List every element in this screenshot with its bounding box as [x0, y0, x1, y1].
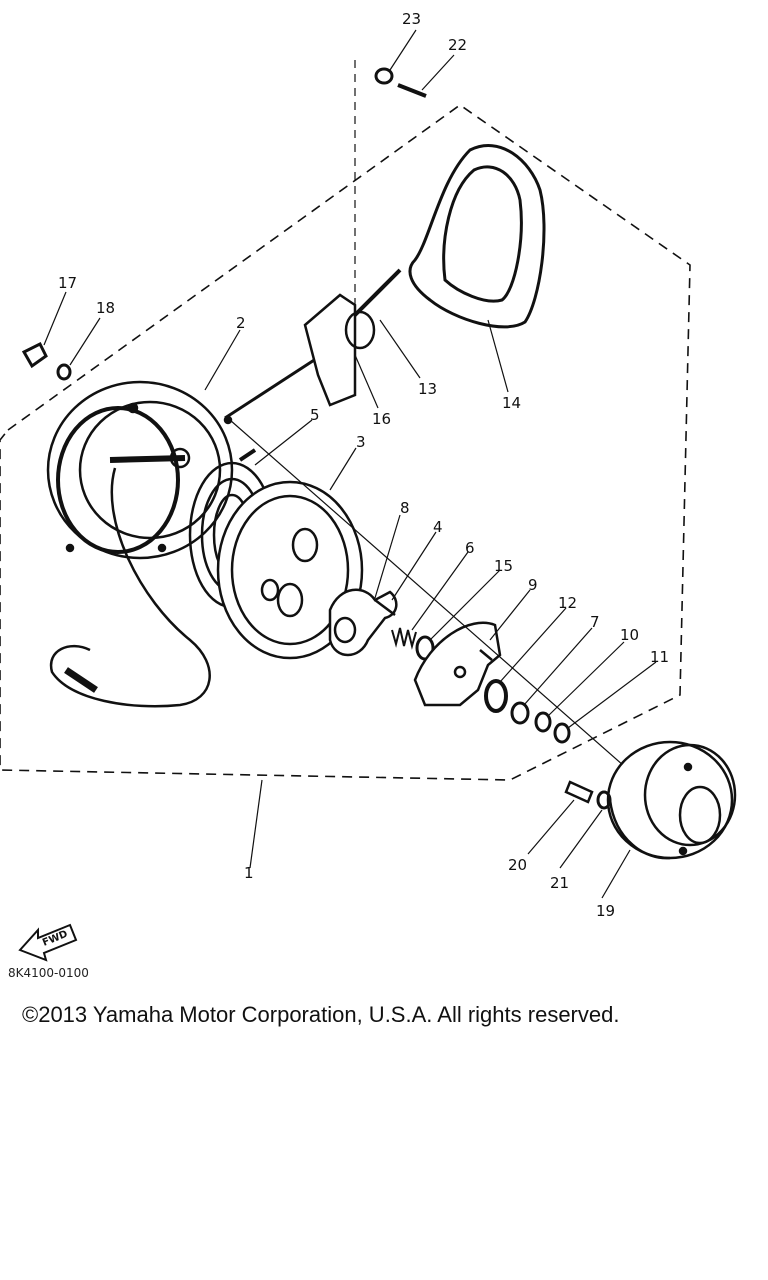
callout-4: 4	[433, 518, 443, 536]
assembly-axis	[229, 419, 641, 781]
bolt-22	[397, 83, 427, 98]
copyright-text: ©2013 Yamaha Motor Corporation, U.S.A. A…	[22, 1002, 620, 1027]
fwd-arrow-icon: FWD	[18, 923, 78, 962]
callout-7: 7	[590, 613, 600, 631]
bolt-20	[564, 780, 594, 804]
callout-6: 6	[465, 539, 475, 557]
callout-17: 17	[58, 274, 77, 292]
callout-8: 8	[400, 499, 410, 517]
callout-5: 5	[310, 406, 320, 424]
callout-13: 13	[418, 380, 437, 398]
leader-lines	[43, 29, 657, 899]
callout-2: 2	[236, 314, 246, 332]
pawl-part	[328, 588, 398, 657]
spring-and-reel-part	[188, 448, 364, 660]
assembly-boundary	[0, 104, 691, 781]
callout-23: 23	[402, 10, 421, 28]
callout-9: 9	[528, 576, 538, 594]
callout-20: 20	[508, 856, 527, 874]
washer-7	[510, 701, 530, 725]
figure-code: 8K4100-0100	[8, 966, 89, 980]
pulley-part	[606, 740, 737, 860]
nut-11	[553, 722, 571, 744]
callout-12: 12	[558, 594, 577, 612]
callout-3: 3	[356, 433, 366, 451]
washer-10	[534, 711, 552, 733]
friction-plate-part	[413, 621, 502, 707]
starter-handle-part	[224, 144, 546, 420]
bolt-17	[21, 341, 48, 369]
callout-labels: 1 2 3 4 5 6 7 8 9 10 11 12 13 14 15 16 1…	[58, 10, 669, 920]
callout-14: 14	[502, 394, 521, 412]
starter-case-part	[46, 380, 234, 708]
callout-19: 19	[596, 902, 615, 920]
callout-16: 16	[372, 410, 391, 428]
callout-11: 11	[650, 648, 669, 666]
callout-21: 21	[550, 874, 569, 892]
callout-1: 1	[244, 864, 254, 882]
callout-22: 22	[448, 36, 467, 54]
washer-18	[56, 363, 72, 381]
callout-18: 18	[96, 299, 115, 317]
washer-21	[596, 790, 612, 810]
pawl-spring-part	[391, 627, 417, 650]
callout-15: 15	[494, 557, 513, 575]
callout-10: 10	[620, 626, 639, 644]
washer-23	[374, 67, 394, 85]
washer-12	[484, 679, 508, 713]
rope-guide-part	[303, 293, 376, 407]
